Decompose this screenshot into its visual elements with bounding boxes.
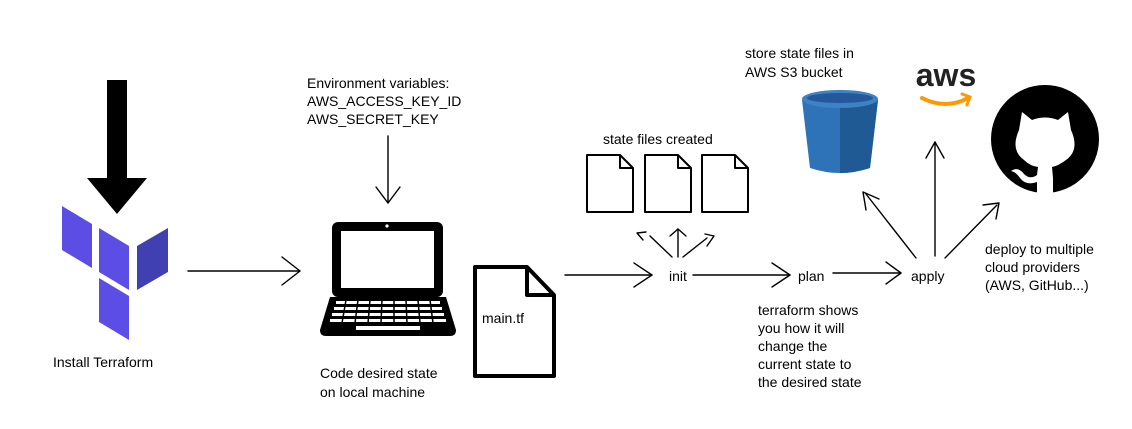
aws-logo-text: aws xyxy=(916,57,976,93)
arrows-init-to-state-files xyxy=(636,228,715,258)
arrow-env-to-laptop xyxy=(375,135,401,204)
env-var-access-key: AWS_ACCESS_KEY_ID xyxy=(307,93,462,109)
plan-note-line: you how it will xyxy=(758,320,845,336)
file-icon xyxy=(644,154,692,213)
code-line-2: on local machine xyxy=(320,384,426,400)
arrow-init-to-plan xyxy=(692,262,791,288)
aws-logo-icon: aws xyxy=(916,57,976,107)
plan-note-line: terraform shows xyxy=(758,302,859,318)
arrow-plan-to-apply xyxy=(832,261,902,285)
apply-node: apply xyxy=(911,268,945,284)
code-desired-state-label: Code desired state on local machine xyxy=(320,364,438,402)
arrow-apply-to-bucket xyxy=(862,191,917,259)
bucket-icon xyxy=(802,90,878,173)
deploy-line-2: cloud providers xyxy=(985,259,1080,275)
env-variables-label: Environment variables: AWS_ACCESS_KEY_ID… xyxy=(307,74,461,128)
env-var-secret-key: AWS_SECRET_KEY xyxy=(307,111,439,127)
env-title: Environment variables: xyxy=(307,75,450,91)
terraform-logo-icon xyxy=(62,206,168,340)
download-arrow-icon xyxy=(87,80,147,214)
plan-note-line: the desired state xyxy=(758,374,862,390)
init-node: init xyxy=(669,268,687,284)
file-icon xyxy=(586,154,634,213)
state-file-icons xyxy=(586,154,749,213)
plan-note: terraform shows you how it will change t… xyxy=(758,301,862,391)
arrow-file-to-init xyxy=(564,262,653,288)
s3-line-1: store state files in xyxy=(745,45,854,61)
arrow-apply-to-github xyxy=(944,202,1000,259)
file-icon xyxy=(473,265,556,378)
github-icon xyxy=(991,85,1099,193)
laptop-icon xyxy=(320,222,456,336)
plan-node: plan xyxy=(798,268,825,284)
deploy-line-3: (AWS, GitHub...) xyxy=(985,277,1089,293)
state-files-created-label: state files created xyxy=(603,131,713,147)
laptop-keyboard xyxy=(330,301,446,330)
plan-note-line: change the xyxy=(758,338,828,354)
arrow-apply-to-aws xyxy=(925,141,945,257)
deploy-line-1: deploy to multiple xyxy=(985,241,1094,257)
s3-line-2: AWS S3 bucket xyxy=(745,64,843,80)
main-tf-label: main.tf xyxy=(482,310,525,326)
plan-note-line: current state to xyxy=(758,356,852,372)
flow-arrows xyxy=(187,135,1000,288)
s3-storage-label: store state files in AWS S3 bucket xyxy=(745,44,854,82)
install-terraform-label: Install Terraform xyxy=(53,354,154,370)
file-icon xyxy=(701,154,749,213)
code-line-1: Code desired state xyxy=(320,365,438,381)
deploy-label: deploy to multiple cloud providers (AWS,… xyxy=(985,240,1094,294)
arrow-terraform-to-laptop xyxy=(187,256,301,286)
